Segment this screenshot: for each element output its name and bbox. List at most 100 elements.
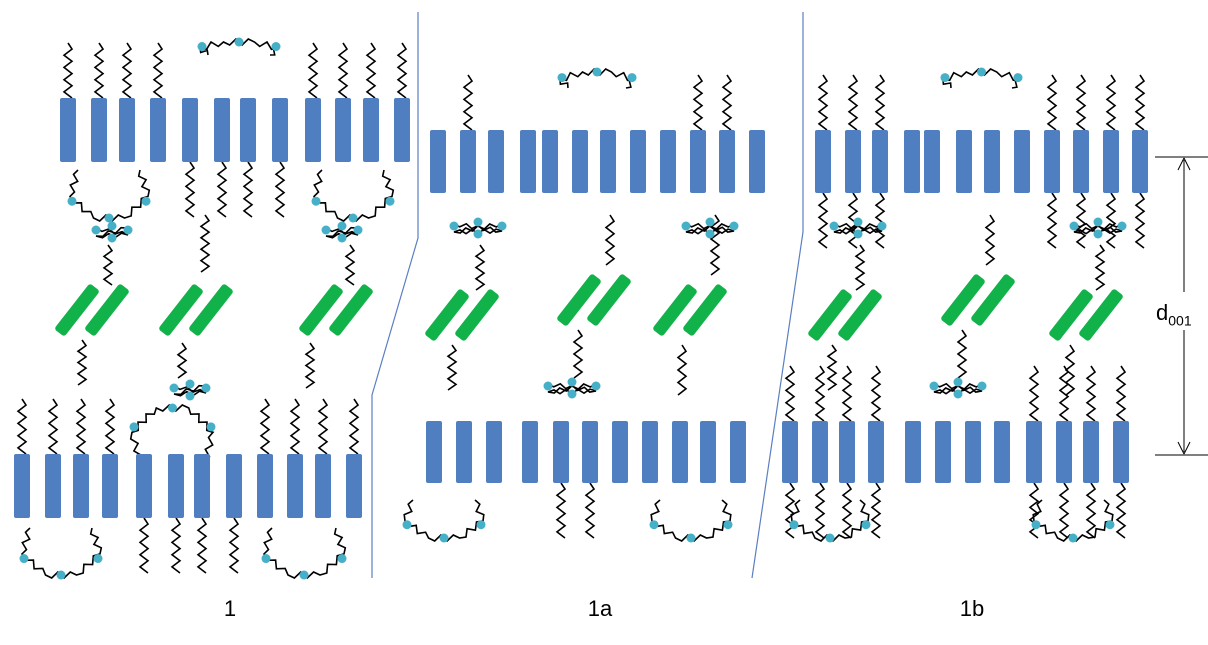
head-group xyxy=(185,391,195,401)
blue-rod xyxy=(582,421,598,483)
blue-rod xyxy=(486,421,502,483)
alkyl-chain xyxy=(817,192,829,249)
alkyl-chain xyxy=(259,398,271,455)
blue-rod xyxy=(868,421,884,483)
blue-rod xyxy=(168,454,184,518)
alkyl-chain xyxy=(176,342,188,379)
blue-rod xyxy=(335,98,351,162)
head-group xyxy=(169,383,179,393)
blue-rod xyxy=(460,130,476,193)
head-group xyxy=(681,221,691,231)
alkyl-chain xyxy=(555,482,567,539)
head-group xyxy=(234,37,244,47)
green-molecule-pair xyxy=(557,274,631,326)
alkyl-chain xyxy=(676,344,688,396)
alkyl-chain xyxy=(307,42,319,99)
alkyl-chain xyxy=(47,398,59,455)
blue-rod xyxy=(456,421,472,483)
alkyl-chain xyxy=(1075,192,1087,249)
alkyl-chain xyxy=(984,214,996,266)
head-group xyxy=(311,196,321,206)
green-rod xyxy=(55,284,99,336)
alkyl-chain xyxy=(847,74,859,131)
alkyl-chain xyxy=(304,342,316,389)
blue-rod xyxy=(287,454,303,518)
alkyl-chain xyxy=(1046,74,1058,131)
alkyl-chain xyxy=(76,339,88,386)
blue-rod xyxy=(630,130,646,193)
blue-rod xyxy=(730,421,746,483)
head-group xyxy=(473,217,483,227)
alkyl-chain xyxy=(870,482,882,539)
green-molecule-pair xyxy=(808,289,882,341)
blue-rod xyxy=(194,454,210,518)
linker-chain xyxy=(21,527,103,580)
blue-rod xyxy=(994,421,1010,483)
alkyl-chain xyxy=(1028,365,1040,422)
d001-label: d001 xyxy=(1156,300,1192,329)
head-group xyxy=(91,225,101,235)
alkyl-chain xyxy=(102,244,114,286)
blue-rod xyxy=(363,98,379,162)
head-group xyxy=(185,379,195,389)
head-group xyxy=(206,422,216,432)
blue-rod xyxy=(240,98,256,162)
alkyl-chain xyxy=(874,74,886,131)
blue-rod xyxy=(14,454,30,518)
blue-rod xyxy=(600,130,616,193)
alkyl-chain xyxy=(289,398,301,455)
blue-rod xyxy=(1083,421,1099,483)
alkyl-chain xyxy=(1105,192,1117,249)
alkyl-chain xyxy=(870,365,882,422)
blue-rod xyxy=(346,454,362,518)
head-group xyxy=(473,229,483,239)
head-group xyxy=(385,196,395,206)
alkyl-chain xyxy=(784,365,796,422)
head-group xyxy=(337,221,347,231)
head-group xyxy=(1093,229,1103,239)
alkyl-chain xyxy=(75,398,87,455)
head-group xyxy=(977,381,987,391)
panel-label-1b: 1b xyxy=(959,596,985,621)
blue-rod xyxy=(700,421,716,483)
alkyl-chain xyxy=(1085,365,1097,422)
alkyl-chain xyxy=(138,517,150,574)
head-group xyxy=(104,213,114,223)
alkyl-chain xyxy=(1064,344,1076,396)
alkyl-chain xyxy=(854,244,866,291)
panel-divider xyxy=(751,12,804,579)
head-group xyxy=(729,221,739,231)
alkyl-chain xyxy=(317,398,329,455)
head-group xyxy=(348,213,358,223)
head-group xyxy=(261,554,271,564)
alkyl-chain xyxy=(874,192,886,249)
alkyl-chain xyxy=(104,398,116,455)
blue-rod xyxy=(1044,130,1060,193)
head-group xyxy=(353,225,363,235)
head-group xyxy=(497,221,507,231)
head-group xyxy=(1093,217,1103,227)
head-group xyxy=(627,73,637,83)
head-group xyxy=(649,520,659,530)
blue-rod xyxy=(91,98,107,162)
blue-rod xyxy=(935,421,951,483)
head-group xyxy=(1031,520,1041,530)
blue-rod xyxy=(1113,421,1129,483)
alkyl-chain xyxy=(396,42,408,99)
green-rod xyxy=(1079,289,1123,341)
head-group xyxy=(1117,221,1127,231)
alkyl-chain xyxy=(274,161,286,218)
panel-dividers xyxy=(371,12,804,579)
head-group xyxy=(977,67,986,77)
alkyl-chain xyxy=(344,244,356,286)
blue-rod xyxy=(905,421,921,483)
blue-rod xyxy=(1056,421,1072,483)
head-group xyxy=(723,520,733,530)
head-group xyxy=(402,520,412,530)
blue-rod xyxy=(1026,421,1042,483)
alkyl-chain xyxy=(474,244,486,291)
head-group xyxy=(686,533,696,543)
green-molecule-pair xyxy=(299,284,373,336)
blue-layers xyxy=(14,98,1148,518)
blue-rod xyxy=(1073,130,1089,193)
